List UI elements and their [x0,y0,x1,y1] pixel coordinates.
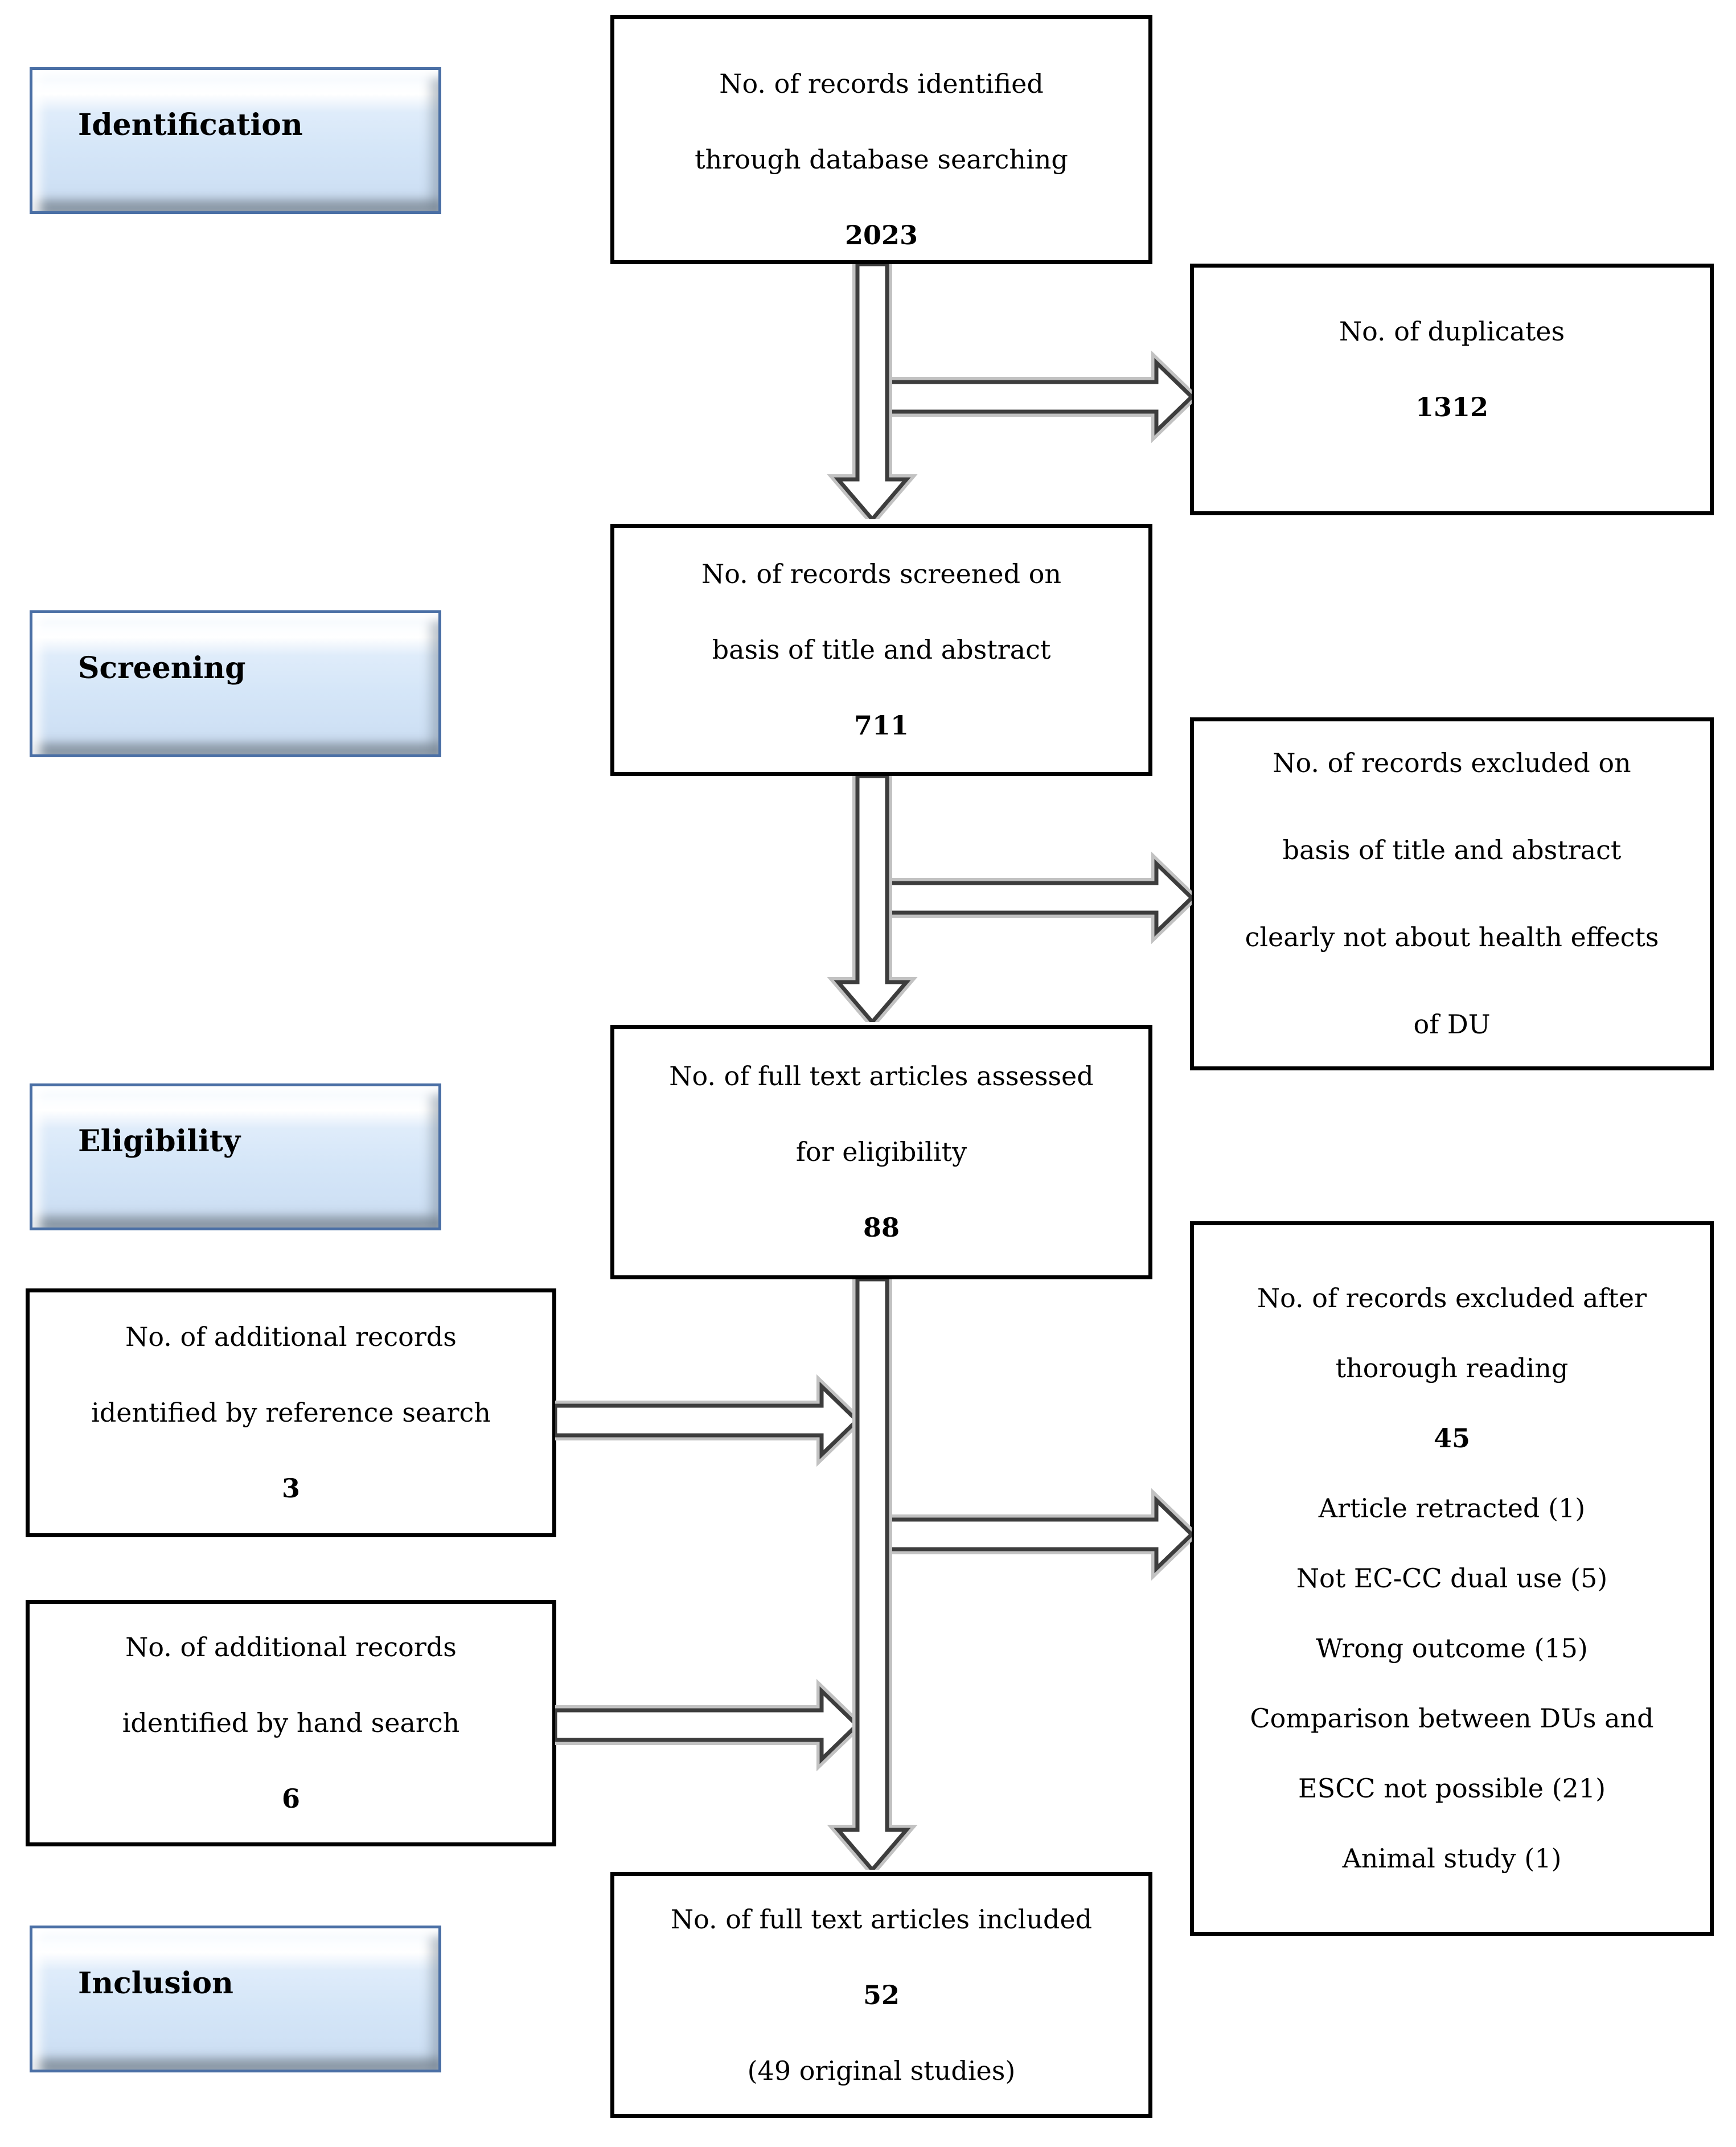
arrow-identified-to-screened [827,264,918,519]
count-value: 88 [863,1212,900,1243]
box-line: No. of records excluded after [1257,1283,1647,1313]
box-line: No. of additional records [125,1321,457,1352]
stage-label-identification: Identification [30,67,441,214]
box-line: identified by hand search [122,1707,460,1738]
count-value: 711 [853,710,909,741]
exclusion-reason: ESCC not possible (21) [1298,1773,1606,1804]
exclusion-reason: Comparison between DUs and [1250,1703,1654,1734]
arrow-screened-to-assessed [827,776,918,1022]
count-value: 6 [281,1783,300,1814]
box-fulltext-assessed: No. of full text articles assessed for e… [610,1025,1152,1279]
stage-label-eligibility: Eligibility [30,1083,441,1230]
stage-label-text: Screening [78,651,246,685]
arrow-assessed-to-included [827,1279,918,1870]
box-line: of DU [1413,1009,1491,1040]
box-records-identified: No. of records identified through databa… [610,15,1152,264]
box-line: No. of full text articles included [670,1903,1093,1935]
stage-label-screening: Screening [30,610,441,757]
box-duplicates: No. of duplicates 1312 [1190,264,1714,515]
box-line: identified by reference search [91,1397,491,1428]
box-fulltext-included: No. of full text articles included 52 (4… [610,1872,1152,2118]
exclusion-reason: Wrong outcome (15) [1316,1633,1588,1664]
box-note: (49 original studies) [747,2055,1016,2086]
arrow-hand-search-to-flow [555,1678,857,1772]
count-value: 52 [863,1979,900,2010]
count-value: 45 [1433,1423,1470,1454]
stage-label-text: Inclusion [78,1966,233,2001]
count-value: 2023 [844,219,918,251]
box-records-screened: No. of records screened on basis of titl… [610,524,1152,776]
box-additional-hand-search: No. of additional records identified by … [26,1600,556,1846]
stage-label-text: Eligibility [78,1124,241,1159]
arrow-reference-search-to-flow [555,1374,857,1467]
box-excluded-full-read: No. of records excluded after thorough r… [1190,1221,1714,1936]
stage-label-inclusion: Inclusion [30,1926,441,2072]
box-line: through database searching [695,143,1068,175]
box-line: No. of records identified [719,68,1044,99]
exclusion-reason: Not EC-CC dual use (5) [1296,1563,1608,1594]
box-line: No. of full text articles assessed [669,1061,1094,1091]
box-line: for eligibility [795,1136,967,1167]
box-line: basis of title and abstract [712,634,1051,665]
stage-label-text: Identification [78,108,303,142]
box-line: clearly not about health effects [1245,922,1659,953]
exclusion-reason: Article retracted (1) [1318,1493,1586,1524]
count-value: 1312 [1415,392,1489,422]
box-line: No. of additional records [125,1632,457,1662]
box-line: thorough reading [1335,1353,1569,1384]
box-line: basis of title and abstract [1282,835,1622,865]
box-line: No. of records excluded on [1273,748,1631,778]
box-line: No. of records screened on [701,559,1062,589]
box-excluded-title-abstract: No. of records excluded on basis of titl… [1190,717,1714,1070]
box-line: No. of duplicates [1339,316,1565,347]
arrow-to-excluded-title-abstract [880,851,1192,945]
arrow-to-duplicates [880,350,1192,444]
box-additional-reference-search: No. of additional records identified by … [26,1288,556,1537]
arrow-to-excluded-full-read [880,1488,1192,1581]
count-value: 3 [281,1473,300,1504]
exclusion-reason: Animal study (1) [1342,1843,1562,1874]
